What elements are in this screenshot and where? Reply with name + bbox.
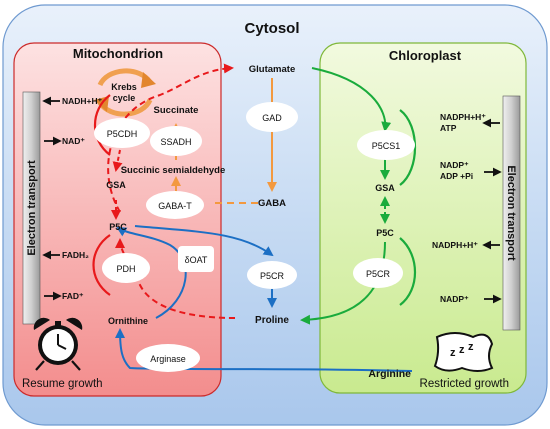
metabolite-proline: Proline — [255, 315, 289, 326]
svg-text:z: z — [459, 344, 465, 356]
arrow-proline-to-p5c-pdh — [115, 238, 236, 319]
p5cdh-cofactor-arc — [94, 94, 111, 156]
krebs-cycle-label-1: Krebs — [111, 82, 137, 92]
resume-growth-label: Resume growth — [22, 378, 103, 390]
enzyme-arginase: Arginase — [136, 344, 200, 372]
enzyme-doat: δOAT — [178, 246, 214, 272]
electron-transport-right-label: Electron transport — [505, 165, 517, 261]
electron-transport-left-label: Electron transport — [26, 160, 38, 256]
metabolite-arginine: Arginine — [368, 368, 411, 380]
electron-transport-left: Electron transport — [22, 91, 41, 325]
restricted-growth-label: Restricted growth — [420, 378, 509, 390]
cofactor-nadh: NADH+H⁺ — [62, 96, 103, 106]
enzyme-p5cdh-label: P5CDH — [107, 129, 138, 139]
metabolite-p5c-mito: P5C — [109, 222, 127, 232]
enzyme-p5cr-cytosol-label: P5CR — [260, 271, 285, 281]
enzyme-ssadh: SSADH — [150, 126, 202, 156]
mitochondrion-title: Mitochondrion — [73, 46, 163, 61]
pdh-cofactor-arc — [92, 234, 111, 296]
enzyme-p5cr-chloroplast-label: P5CR — [366, 269, 391, 279]
krebs-cycle-label-2: cycle — [113, 93, 136, 103]
left-cofactor-arrows — [42, 96, 62, 301]
enzyme-gad: GAD — [246, 102, 298, 132]
enzyme-p5cs1: P5CS1 — [357, 130, 415, 160]
enzyme-p5cs1-label: P5CS1 — [372, 141, 401, 151]
cofactor-nadph-atp-2: ATP — [440, 123, 457, 133]
enzyme-pdh-label: PDH — [116, 264, 135, 274]
metabolite-gsa-mito: GSA — [106, 180, 126, 190]
enzyme-p5cdh: P5CDH — [94, 118, 150, 148]
enzyme-gad-label: GAD — [262, 113, 282, 123]
cofactor-fadh2: FADH₂ — [62, 250, 89, 260]
arrow-p5c-to-proline-chl — [300, 241, 386, 325]
metabolite-p5c-chloroplast: P5C — [376, 228, 394, 238]
enzyme-ssadh-label: SSADH — [160, 137, 191, 147]
metabolite-gsa-chloroplast: GSA — [375, 183, 395, 193]
svg-text:z: z — [450, 347, 456, 359]
metabolite-glutamate: Glutamate — [249, 64, 295, 75]
p5cr-cofactor-arc — [399, 237, 417, 306]
sleeping-pillow-icon: z z z — [433, 332, 494, 372]
p5cs1-cofactor-arc — [399, 109, 417, 186]
cofactor-nadp-adp-2: ADP +Pi — [440, 171, 473, 181]
metabolite-ornithine: Ornithine — [108, 316, 148, 326]
svg-text:z: z — [468, 341, 474, 353]
enzyme-gaba-t: GABA-T — [146, 191, 204, 219]
chloroplast-compartment — [319, 42, 527, 394]
arrow-p5cdh-to-glutamate — [107, 63, 234, 213]
alarm-clock-icon — [33, 317, 83, 371]
metabolite-succinate: Succinate — [154, 105, 199, 116]
cofactor-nadp-adp-1: NADP⁺ — [440, 160, 469, 170]
chloroplast-title: Chloroplast — [389, 48, 462, 63]
cofactor-nadp: NADP⁺ — [440, 294, 469, 304]
right-cofactor-arrows — [482, 118, 502, 304]
enzyme-gaba-t-label: GABA-T — [158, 201, 192, 211]
cofactor-nad: NAD⁺ — [62, 136, 85, 146]
cytosol-title: Cytosol — [244, 20, 299, 37]
arrow-glutamate-to-p5cs1 — [311, 67, 392, 132]
enzyme-p5cr-cytosol: P5CR — [247, 261, 297, 289]
cofactor-nadph: NADPH+H⁺ — [432, 240, 478, 250]
metabolite-gaba: GABA — [258, 198, 286, 209]
enzyme-arginase-label: Arginase — [150, 354, 186, 364]
metabolite-ssa: Succinic semialdehyde — [121, 165, 226, 176]
electron-transport-right: Electron transport — [502, 95, 521, 331]
arrow-ornithine-to-p5c — [116, 226, 187, 319]
krebs-arrowhead-right — [141, 72, 156, 88]
enzyme-pdh: PDH — [102, 253, 150, 283]
cofactor-fad: FAD⁺ — [62, 291, 84, 301]
enzyme-p5cr-chloroplast: P5CR — [353, 258, 403, 288]
arrow-p5c-to-p5cr — [134, 225, 274, 257]
cofactor-nadph-atp-1: NADPH+H⁺ — [440, 112, 486, 122]
arrow-p5cdh-to-gsa — [112, 149, 123, 172]
enzyme-doat-label: δOAT — [185, 255, 208, 265]
